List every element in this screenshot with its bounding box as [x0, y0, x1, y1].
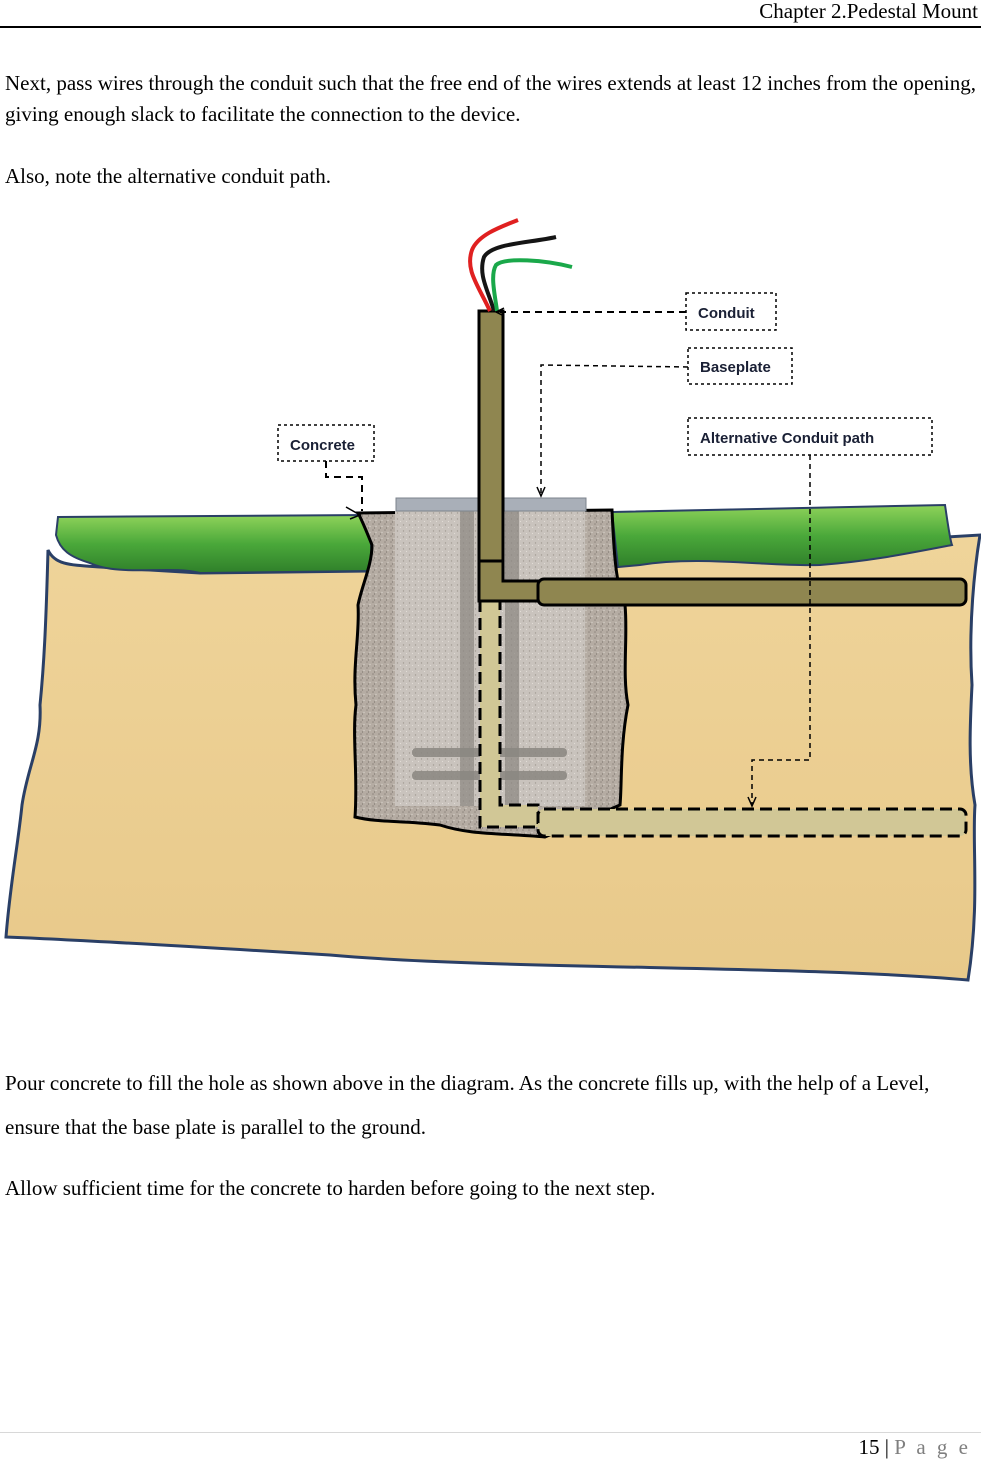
baseplate-callout — [687, 347, 793, 385]
wire-black — [480, 235, 557, 312]
paragraph-harden: Allow sufficient time for the concrete t… — [5, 1176, 656, 1200]
concrete-label: Concrete — [290, 437, 355, 454]
conduit-callout — [685, 292, 777, 331]
paragraph-alt-path: Also, note the alternative conduit path. — [5, 164, 331, 188]
anchor-bolt-left — [460, 511, 474, 806]
paragraph-pour-concrete: Pour concrete to fill the hole as shown … — [5, 1071, 930, 1139]
pedestal-mount-diagram: Conduit Baseplate Alternative Conduit pa… — [4, 218, 981, 982]
wire-red — [468, 218, 519, 312]
alt-path-leader — [751, 455, 811, 805]
anchor-bolt-right — [505, 511, 519, 806]
alt-conduit-horizontal — [536, 807, 968, 838]
chapter-title: Chapter 2.Pedestal Mount — [759, 0, 978, 23]
page-word: P a g e — [894, 1435, 971, 1459]
conduit-horizontal — [536, 577, 968, 607]
page-separator: | — [879, 1435, 895, 1459]
baseplate-label: Baseplate — [700, 359, 771, 376]
wire-green — [491, 258, 573, 312]
page-number: 15 — [858, 1435, 880, 1459]
grass-right — [610, 503, 954, 569]
baseplate-leader — [540, 364, 689, 495]
page-number-block: 15 | P a g e — [858, 1435, 971, 1460]
conduit-label: Conduit — [698, 305, 755, 322]
paragraph-wires: Next, pass wires through the conduit suc… — [5, 71, 976, 126]
concrete-callout — [277, 424, 375, 462]
conduit-vertical — [477, 309, 505, 603]
alt-path-label: Alternative Conduit path — [700, 430, 874, 447]
page-footer — [0, 1432, 981, 1433]
concrete-leader — [325, 461, 363, 511]
alt-path-callout — [687, 417, 933, 456]
page-header: Chapter 2.Pedestal Mount — [0, 0, 981, 28]
grass-left — [54, 513, 374, 575]
